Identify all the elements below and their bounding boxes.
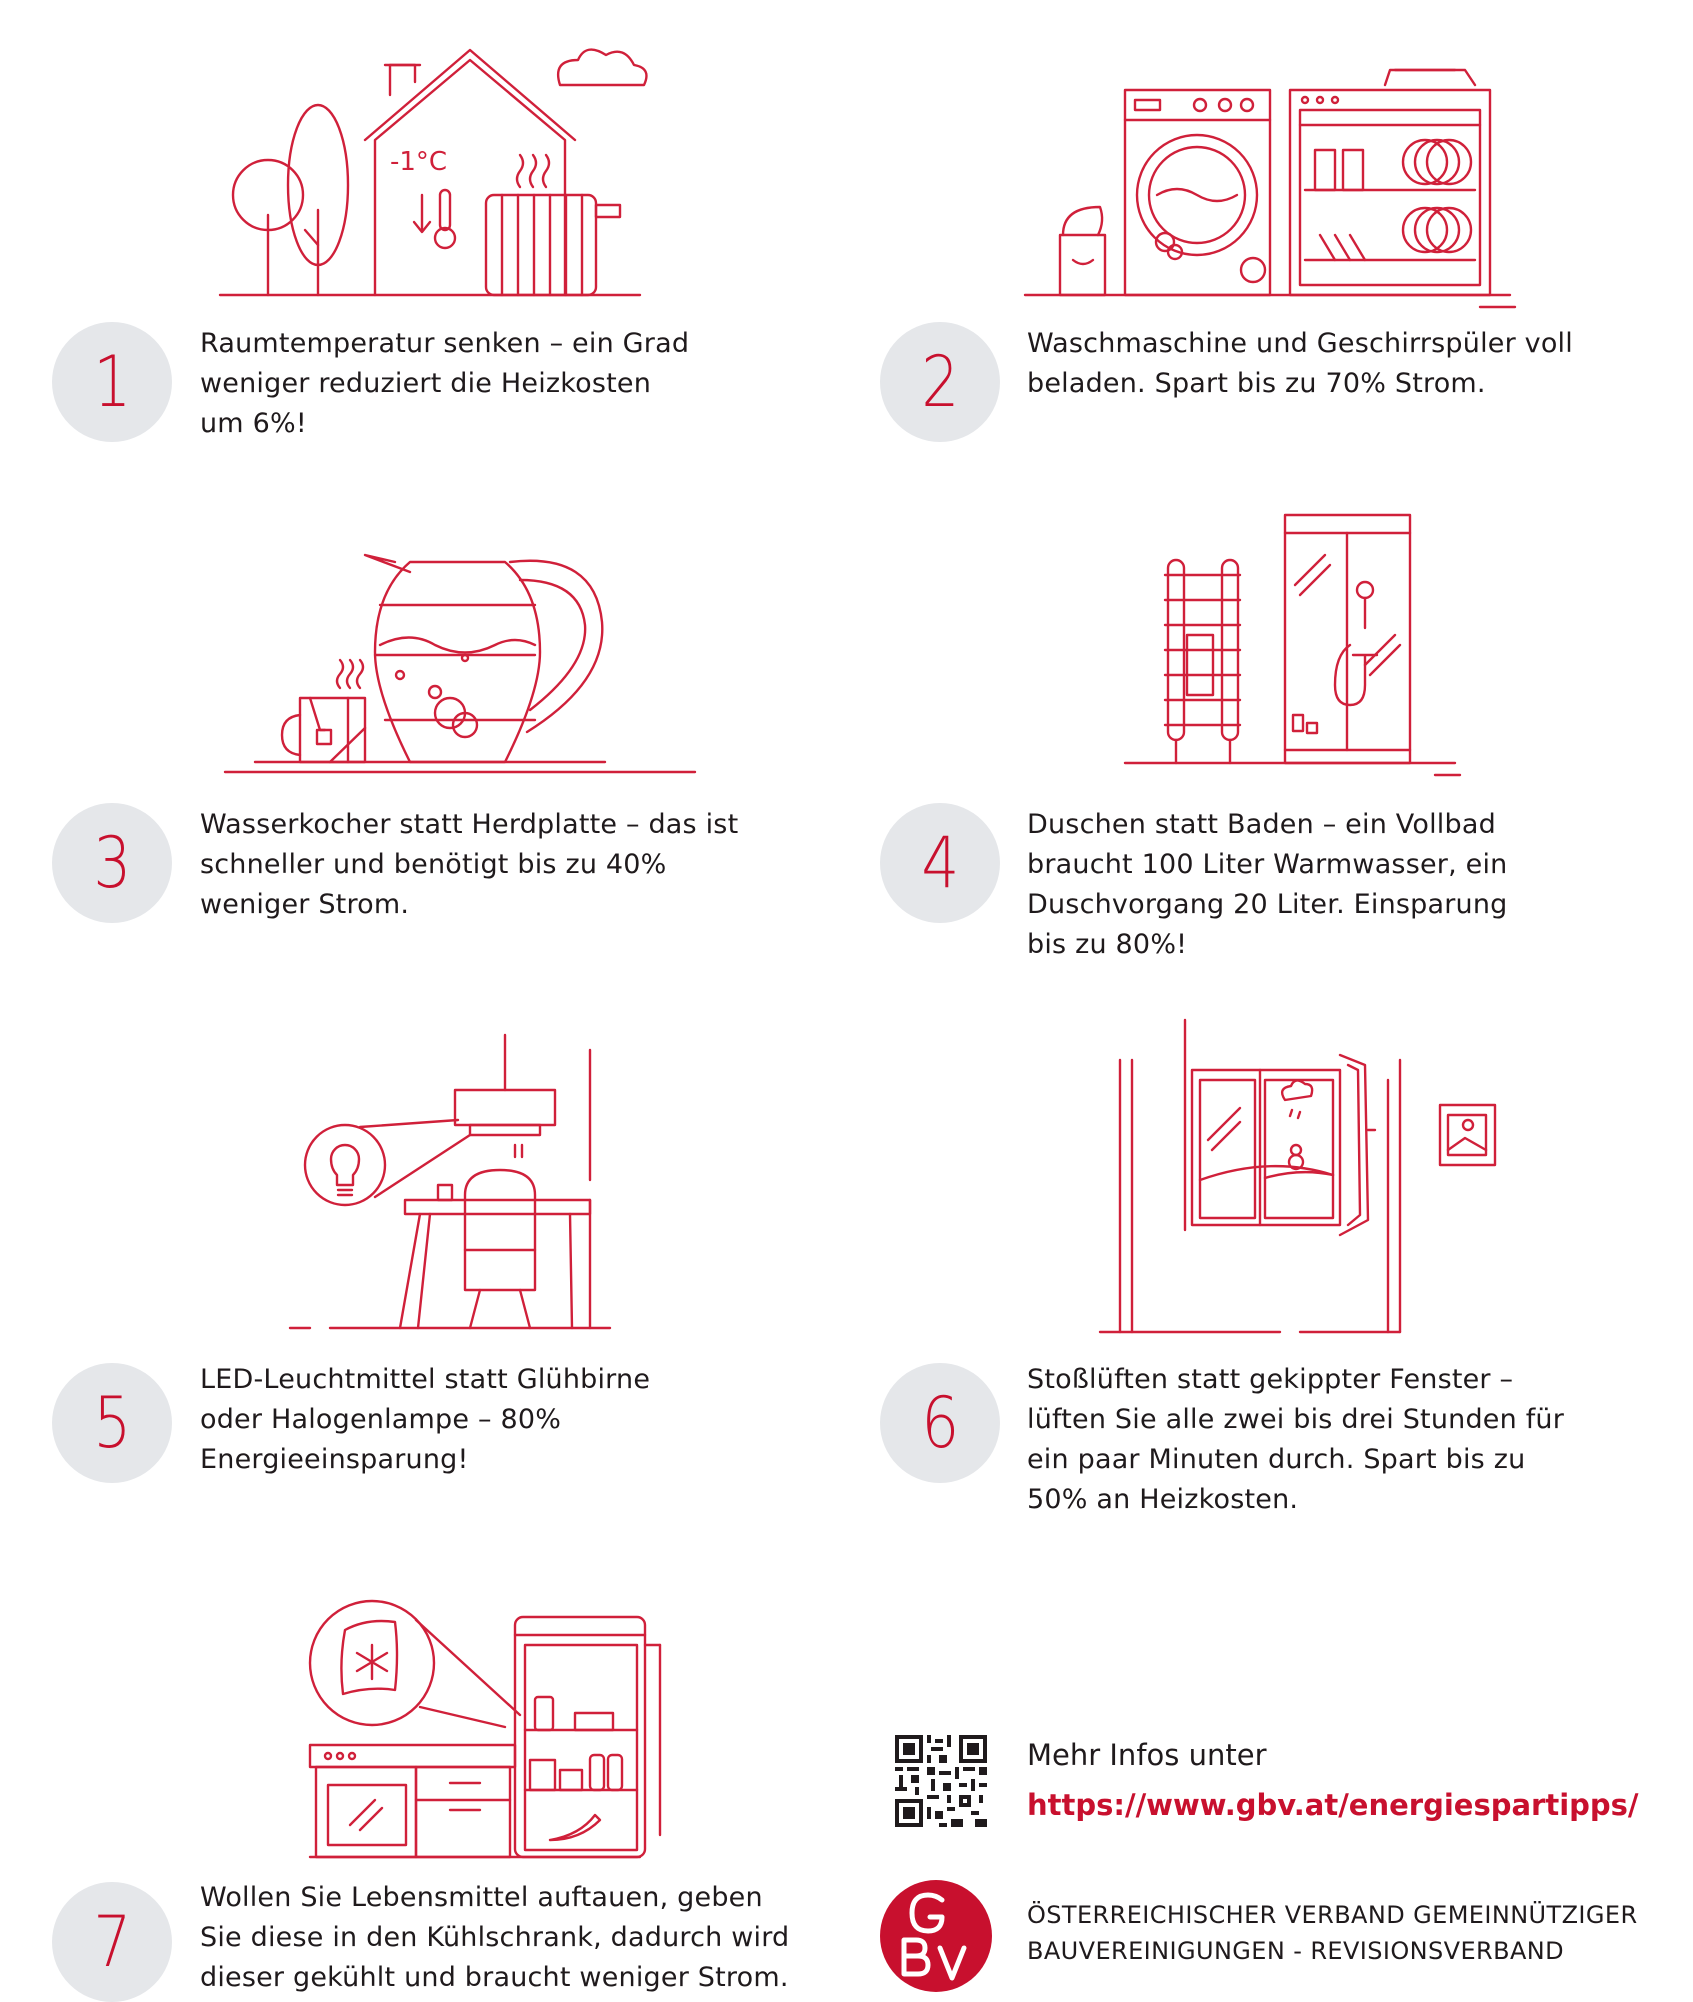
tip-number: 1 [93,341,131,423]
tip-text: LED-Leuchtmittel statt Glühbirne oder Ha… [200,1364,651,1475]
tip-text: Duschen statt Baden – ein Vollbad brauch… [1027,809,1508,960]
shower-icon [1123,513,1475,780]
tip-number: 7 [93,1901,131,1983]
tip-number: 3 [93,822,131,904]
tip-number-badge: 7 [52,1882,172,2002]
tip-text: Waschmaschine und Geschirrspüler voll be… [1027,328,1573,399]
tip-number-badge: 3 [52,803,172,923]
tip-text: Stoßlüften statt gekippter Fenster – lüf… [1027,1364,1565,1515]
gbv-logo-icon [880,1880,992,1992]
fridge-icon [300,1595,670,1865]
tip-number-badge: 1 [52,322,172,442]
tip-text: Wasserkocher statt Herdplatte – das ist … [200,809,739,920]
tip-number-badge: 5 [52,1363,172,1483]
organization-name: ÖSTERREICHISCHER VERBAND GEMEINNÜTZIGER … [1027,1901,1638,1965]
desk-lamp-icon [288,1033,630,1335]
house-heating-icon: -1°C [218,40,648,300]
tip-number: 5 [93,1382,131,1464]
window-icon [1098,1018,1500,1340]
tip-number: 4 [921,822,959,904]
more-info-label: Mehr Infos unter [1027,1738,1267,1772]
appliances-icon [1023,68,1535,315]
kettle-icon [223,550,705,780]
tip-text: Wollen Sie Lebensmittel auftauen, geben … [200,1882,790,1993]
tip-number: 6 [921,1382,959,1464]
more-info-link[interactable]: https://www.gbv.at/energiespartipps/ [1027,1788,1639,1822]
tip-number-badge: 6 [880,1363,1000,1483]
qr-code-icon[interactable] [895,1735,987,1827]
tip-number-badge: 4 [880,803,1000,923]
tip-number: 2 [921,341,959,423]
tip-number-badge: 2 [880,322,1000,442]
house-temperature-label: -1°C [390,147,447,177]
tip-text: Raumtemperatur senken – ein Grad weniger… [200,328,690,439]
